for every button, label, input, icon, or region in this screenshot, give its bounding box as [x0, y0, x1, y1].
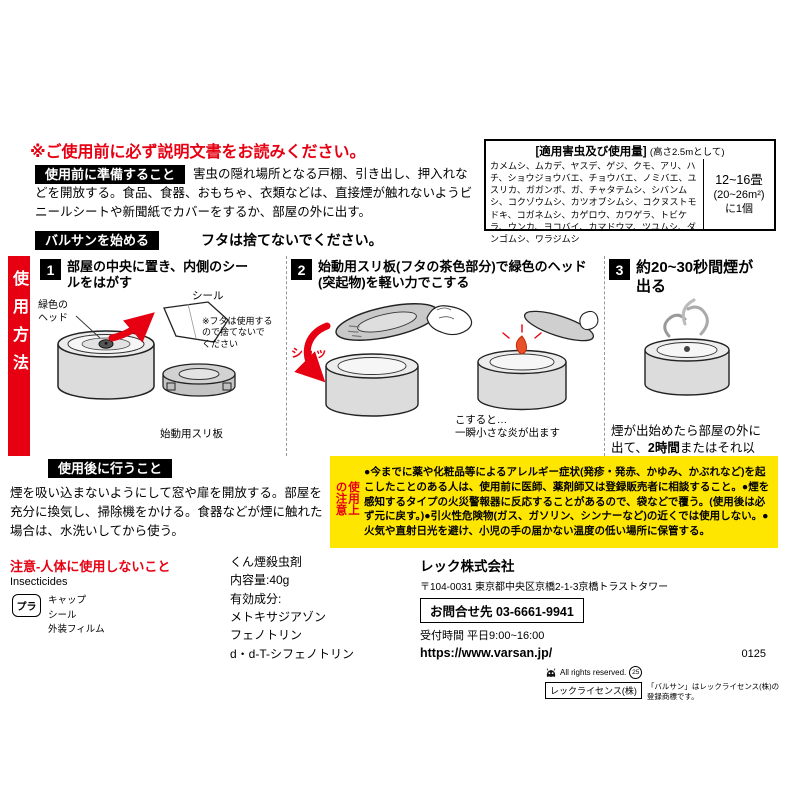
flame-canister-illustration [477, 310, 599, 411]
lid-keep-note: ※フタは使用する ので捨てないで ください [202, 316, 273, 349]
step-3-title: 約20~30秒間煙が出る [636, 259, 754, 295]
step-1-header: 1 部屋の中央に置き、内側のシールをはがす [36, 256, 286, 292]
rights-text: All rights reserved. [560, 668, 627, 677]
dosage-info: 12~16畳 (20~26m²) に1個 [704, 159, 774, 229]
pest-box-header: [適用害虫及び使用量] (高さ2.5mとして) [486, 141, 774, 159]
step-2-header: 2 始動用スリ板(フタの茶色部分)で緑色のヘッド(突起物)を軽い力でこする [287, 256, 604, 292]
pest-box-note: (高さ2.5mとして) [649, 147, 725, 158]
step-3-diagram [644, 298, 730, 396]
start-title: バルサンを始める [35, 230, 160, 250]
recycle-item-seal: シール [48, 609, 77, 621]
after-use-title: 使用後に行うこと [48, 459, 173, 478]
keep-lid-note: フタは捨てないでください。 [201, 232, 383, 248]
step-3-number: 3 [609, 259, 630, 280]
insect-list: カメムシ、ムカデ、ヤスデ、ゲジ、クモ、アリ、ハチ、ショウジョウバエ、チョウバエ、… [486, 159, 704, 244]
rub-lid-illustration [325, 303, 473, 417]
head-leader-line [75, 315, 101, 339]
usage-steps: 1 部屋の中央に置き、内側のシールをはがす [36, 256, 778, 472]
product-net-weight: 内容量:40g [230, 573, 290, 588]
ingredient-1: メトキサジアゾン [230, 610, 327, 625]
after-use-body: 煙を吸い込まないようにして窓や扉を開放する。部屋を充分に換気し、掃除機をかける。… [10, 486, 323, 538]
seal-label: シール [192, 290, 224, 302]
canister-illustration [57, 330, 155, 400]
step-3-caption-hours: 2時間 [647, 440, 680, 455]
step-3-header: 3 約20~30秒間煙が出る [605, 256, 778, 297]
mascot-icon [546, 667, 556, 677]
step-2-diagram [294, 303, 599, 417]
rights-number: 25 [629, 666, 643, 679]
dosage-count: に1個 [724, 203, 754, 216]
prepare-section: 使用前に準備すること 害虫の隠れ場所となる戸棚、引き出し、押入れなどを開放する。… [35, 165, 479, 222]
green-head-label: 緑色の ヘッド [38, 300, 68, 324]
url-row: https://www.varsan.jp/ 0125 [420, 646, 776, 660]
step-1-title: 部屋の中央に置き、内側のシールをはがす [67, 259, 249, 291]
caution-text: ●今までに薬や化粧品等によるアレルギー症状(発疹・発赤、かゆみ、かぶれなど)を起… [364, 466, 770, 538]
product-info: くん煙殺虫剤 内容量:40g 有効成分: メトキサジアゾン フェノトリン d・d… [230, 555, 354, 665]
dosage-area: (20~26m²) [713, 188, 765, 201]
license-company: レックライセンス(株) [545, 682, 642, 699]
after-use-section: 使用後に行うこと 煙を吸い込まないようにして窓や扉を開放する。部屋を充分に換気し… [10, 459, 324, 540]
dosage-tatami: 12~16畳 [715, 172, 763, 187]
flame-note-label: こすると… 一瞬小さな炎が出ます [455, 414, 560, 440]
ingredients-label: 有効成分: [230, 591, 282, 606]
shu-sound-label: シュッ [291, 346, 328, 360]
step-3: 3 約20~30秒間煙が出る 煙が出始めたら部屋の外に出て、2時間またはそれ以上… [604, 256, 778, 472]
rights-row: All rights reserved. 25 [545, 666, 780, 679]
contact-phone: お問合せ先 03-6661-9941 [420, 598, 584, 623]
prepare-body: 害虫の隠れ場所となる戸棚、引き出し、押入れなどを開放する。食品、食器、おもちゃ、… [35, 167, 473, 219]
license-row: レックライセンス(株) 「バルサン」はレックライセンス(株)の登録商標です。 [545, 682, 780, 702]
recycle-item-cap: キャップ [48, 595, 87, 606]
body-warning: 注意-人体に使用しないこと [10, 559, 171, 574]
ingredient-2: フェノトリン [230, 628, 303, 643]
smoke-icon [663, 313, 687, 338]
rub-arrow-icon [294, 322, 331, 383]
plastic-recycle-icon: プラ [12, 594, 41, 617]
step-1-diagram [57, 301, 236, 400]
usage-method-side-label: 使用方法 [8, 256, 30, 456]
recycle-info: プラ キャップ シール 外装フィルム [12, 594, 105, 638]
smoke-canister-illustration [644, 298, 730, 396]
contact-hours: 受付時間 平日9:00~16:00 [420, 630, 545, 642]
pest-usage-box: [適用害虫及び使用量] (高さ2.5mとして) カメムシ、ムカデ、ヤスデ、ゲジ、… [484, 139, 776, 244]
recycle-item-film: 外装フィルム [48, 624, 105, 636]
website-url: https://www.varsan.jp/ [420, 646, 553, 660]
lid-illustration [162, 363, 236, 397]
company-address: 〒104-0031 東京都中央区京橋2-1-3京橋トラストタワー [420, 582, 669, 593]
insecticides-label: Insecticides [10, 576, 68, 588]
pest-box-title: [適用害虫及び使用量] [535, 146, 647, 158]
step-3-caption-pre: 煙が出始めたら部屋の外に出て、 [611, 423, 762, 455]
read-instructions-warning: ※ご使用前に必ず説明文書をお読みください。 [30, 144, 366, 161]
company-info: レック株式会社 〒104-0031 東京都中央区京橋2-1-3京橋トラストタワー… [420, 555, 780, 702]
hand-illustration-2 [579, 310, 599, 331]
step-2-number: 2 [291, 259, 312, 280]
prepare-title: 使用前に準備すること [35, 165, 186, 184]
ingredient-3: d・d-T-シフェノトリン [230, 646, 355, 661]
caution-box: 使用上の注意 ●今までに薬や化粧品等によるアレルギー症状(発疹・発赤、かゆみ、か… [330, 456, 778, 548]
peel-arrow-icon [108, 312, 155, 343]
step-2: 2 始動用スリ板(フタの茶色部分)で緑色のヘッド(突起物)を軽い力でこする [286, 256, 604, 456]
step-1: 1 部屋の中央に置き、内側のシールをはがす [36, 256, 286, 456]
pest-box-content: カメムシ、ムカデ、ヤスデ、ゲジ、クモ、アリ、ハチ、ショウジョウバエ、チョウバエ、… [486, 159, 774, 244]
step-2-title: 始動用スリ板(フタの茶色部分)で緑色のヘッド(突起物)を軽い力でこする [318, 259, 587, 291]
striker-plate-label: 始動用スリ板 [160, 428, 223, 440]
product-type: くん煙殺虫剤 [230, 555, 303, 569]
caution-title: 使用上の注意 [334, 481, 360, 516]
seal-illustration [163, 301, 229, 343]
company-name: レック株式会社 [420, 559, 515, 574]
lot-code: 0125 [741, 648, 766, 660]
flame-icon [515, 335, 527, 355]
trademark-note: 「バルサン」はレックライセンス(株)の登録商標です。 [646, 682, 780, 701]
step-1-number: 1 [40, 259, 61, 280]
recycle-items: キャップ シール 外装フィルム [48, 594, 105, 638]
hand-illustration [426, 305, 473, 336]
start-section: バルサンを始める フタは捨てないでください。 [35, 230, 383, 250]
